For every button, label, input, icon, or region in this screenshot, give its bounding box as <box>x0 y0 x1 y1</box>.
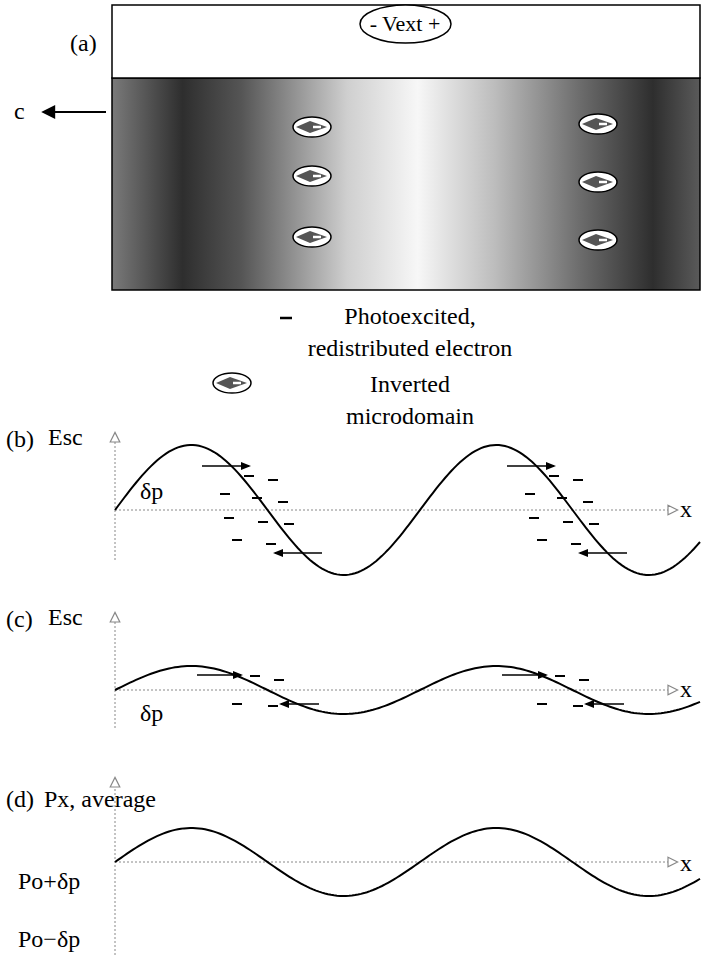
electron-symbol <box>571 543 581 545</box>
electron-symbol <box>284 523 294 525</box>
electron-symbol <box>563 521 573 523</box>
axis-label: Esc <box>48 604 83 630</box>
electron-symbol <box>579 679 589 681</box>
electron-symbol <box>266 543 276 545</box>
panel-label: (d) <box>6 786 34 812</box>
panel-d <box>115 787 700 955</box>
electron-symbol <box>268 479 278 481</box>
legend-entry: Inverted microdomain <box>335 368 485 433</box>
axis-label: x <box>680 850 692 876</box>
symbol-label: δp <box>140 478 163 504</box>
field-arrow <box>197 674 241 675</box>
inverted-microdomain <box>293 227 331 247</box>
legend-text: Photoexcited, redistributed electron <box>308 303 513 361</box>
inverted-microdomain <box>579 172 617 192</box>
electron-symbol <box>224 517 234 519</box>
polarization-curve <box>115 828 700 896</box>
field-arrow <box>586 703 624 704</box>
inverted-microdomain <box>293 117 331 137</box>
electron-symbol <box>220 493 230 495</box>
legend-entry: Photoexcited, redistributed electron <box>292 300 528 365</box>
label-text: (a) <box>70 30 97 56</box>
electron-symbol <box>555 675 565 677</box>
electron-symbol <box>529 517 539 519</box>
panel-label: (c) <box>6 606 33 632</box>
label-text: Esc <box>48 424 83 450</box>
crystal-body <box>112 78 700 290</box>
legend-text: Inverted microdomain <box>346 371 474 429</box>
electron-symbol <box>557 497 567 499</box>
x-axis <box>115 862 668 863</box>
electron-symbol <box>278 501 288 503</box>
electron-symbol <box>583 501 593 503</box>
label-text: Po+δp <box>18 868 80 894</box>
field-arrow <box>275 552 322 553</box>
electron-symbol <box>232 539 242 541</box>
label-text: (d) <box>6 786 34 812</box>
x-axis <box>115 510 668 511</box>
electron-symbol <box>525 493 535 495</box>
electron-symbol <box>252 497 262 499</box>
electron-symbol <box>244 475 254 477</box>
electron-symbol <box>258 521 268 523</box>
voltage-source: - Vext + <box>359 4 452 44</box>
c-axis-arrow <box>44 111 106 113</box>
field-arrow <box>281 703 319 704</box>
tick-label: Po−δp <box>18 926 80 952</box>
x-axis <box>115 690 668 691</box>
electron-symbol <box>589 523 599 525</box>
inverted-microdomain <box>293 166 331 186</box>
label-text: x <box>680 676 692 702</box>
label-text: Po−δp <box>18 926 80 952</box>
electron-symbol <box>250 675 260 677</box>
label-text: δp <box>140 700 163 726</box>
inverted-microdomain <box>579 230 617 250</box>
y-axis <box>115 622 116 728</box>
electron-symbol <box>280 317 292 320</box>
label-text: x <box>680 850 692 876</box>
inverted-microdomain <box>579 114 617 134</box>
panel-b <box>115 442 700 575</box>
tick-label: Po+δp <box>18 868 80 894</box>
electron-symbol <box>274 679 284 681</box>
panel-label: (b) <box>6 426 34 452</box>
inverted-microdomain <box>213 373 251 393</box>
electron-symbol <box>232 703 242 705</box>
electron-symbol <box>573 705 583 707</box>
electron-symbol <box>537 539 547 541</box>
electrode-circuit <box>112 5 700 78</box>
label-text: (b) <box>6 426 34 452</box>
label-text: δp <box>140 478 163 504</box>
axis-label: c <box>14 98 25 124</box>
y-axis <box>115 442 116 560</box>
field-arrow <box>507 465 554 466</box>
electron-symbol <box>268 705 278 707</box>
label-text: c <box>14 98 25 124</box>
symbol-label: δp <box>140 700 163 726</box>
label-text: (c) <box>6 606 33 632</box>
field-arrow <box>502 674 546 675</box>
electron-symbol <box>537 703 547 705</box>
field-curve <box>115 445 700 575</box>
label-text: Esc <box>48 604 83 630</box>
label-text: Px, average <box>44 786 156 812</box>
label-text: x <box>680 496 692 522</box>
panel-label: (a) <box>70 30 97 56</box>
axis-label: x <box>680 676 692 702</box>
y-axis <box>115 787 116 955</box>
source-label: - Vext + <box>359 12 452 36</box>
panel-c <box>115 622 700 728</box>
crystal-panel <box>44 5 700 290</box>
axis-label: Esc <box>48 424 83 450</box>
electron-symbol <box>573 479 583 481</box>
field-arrow <box>202 465 249 466</box>
field-arrow <box>580 552 627 553</box>
axis-label: x <box>680 496 692 522</box>
electron-symbol <box>549 475 559 477</box>
field-curve <box>115 666 700 714</box>
axis-label: Px, average <box>44 786 156 812</box>
